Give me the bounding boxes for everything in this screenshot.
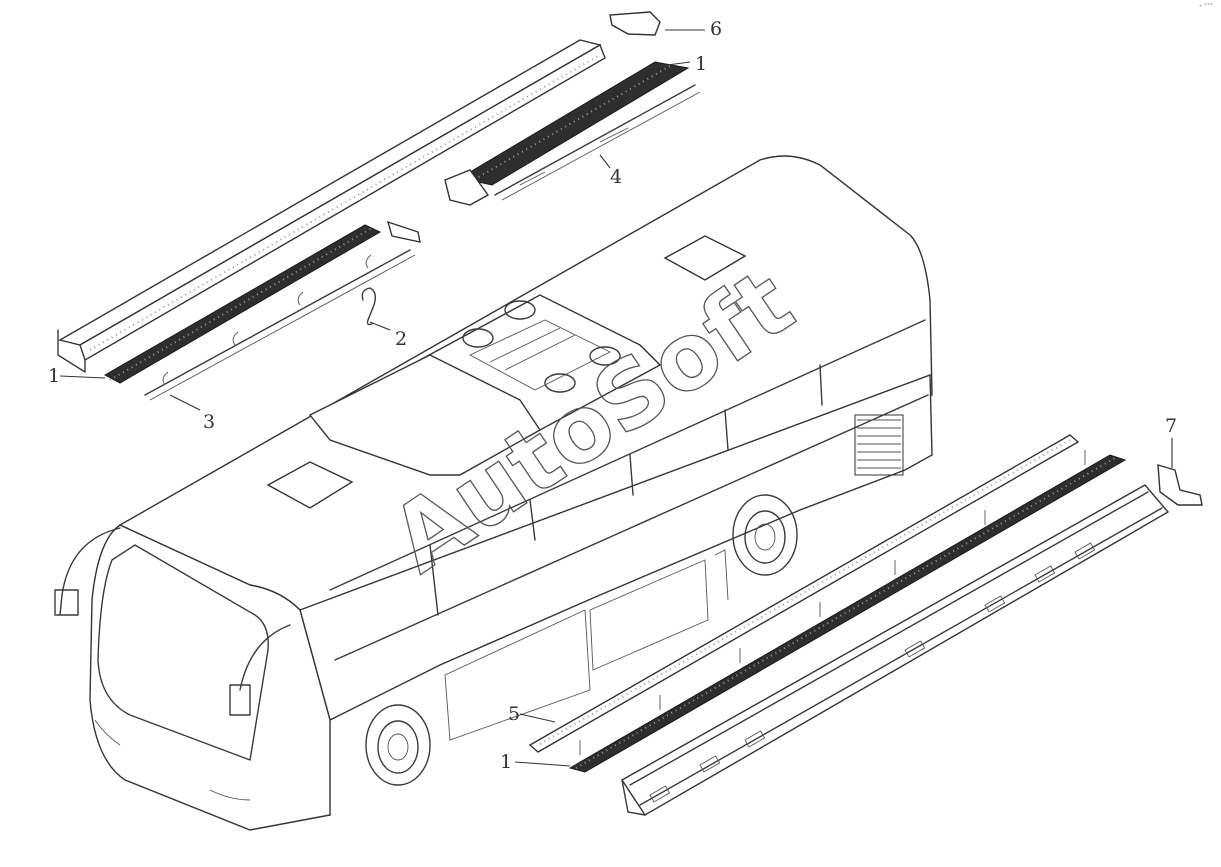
upper-left-rod [144,249,416,401]
callout-3: 3 [203,411,215,433]
luggage-doors [444,549,729,741]
engine-grille [854,414,904,476]
upper-left-channel [57,39,606,373]
bus-illustration [54,155,933,831]
lower-right-channel [621,484,1170,816]
roof-hatch-front [266,461,354,509]
roof-luggage-frame [308,354,542,476]
clip-part-2 [361,287,377,326]
window-pillars [429,364,823,616]
left-mirror [54,527,121,616]
leader-lines [59,29,1173,767]
window-belt [329,319,926,591]
callout-2: 2 [395,328,407,350]
bracket-part-7 [1157,464,1203,506]
callout-7: 7 [1165,415,1177,437]
lower-right-strip [568,450,1127,773]
callout-5: 5 [508,703,520,725]
callout-4: 4 [610,166,622,188]
corner-mark: ° ˚˚˚ [1199,4,1213,11]
upper-right-strip [444,61,690,206]
callout-1-left: 1 [48,365,60,387]
rear-wheel [732,494,798,576]
callout-1-top: 1 [695,53,707,75]
lower-right-rod-part-5 [528,434,1080,753]
front-wheel [365,704,431,786]
callout-6: 6 [710,18,722,40]
callout-1-bottom: 1 [500,751,512,773]
roof-hatch-rear [663,235,747,281]
bus-side [299,374,933,722]
right-mirror [229,624,291,716]
bus-front [89,524,331,831]
upper-right-rod [494,84,701,201]
windshield [97,544,269,761]
roof-vents [462,300,621,393]
upper-left-end-cap [386,220,421,243]
end-cap-part-6 [609,11,661,36]
upper-left-strip [103,224,382,384]
